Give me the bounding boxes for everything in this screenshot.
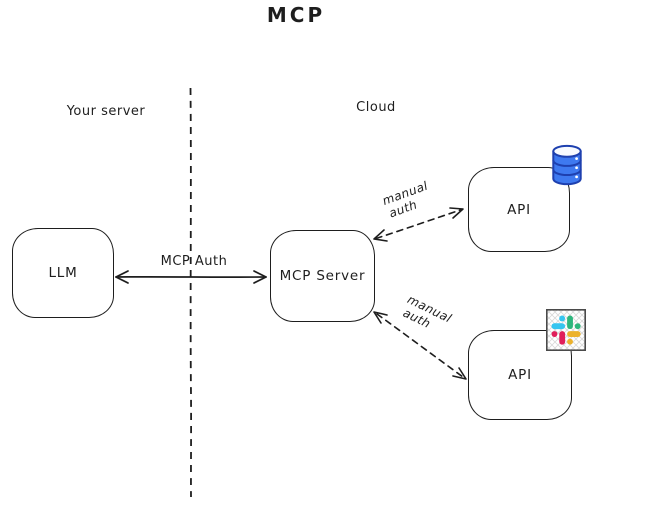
- diagram-title[interactable]: MCP: [266, 3, 326, 27]
- node-mcp-server-label: MCP Server: [279, 268, 366, 284]
- mcp-auth-label[interactable]: MCP Auth: [160, 254, 228, 269]
- node-api-database-label: API: [507, 201, 531, 218]
- slack-icon[interactable]: [546, 309, 587, 352]
- node-api-slack-label: API: [508, 367, 532, 383]
- node-llm[interactable]: LLM: [12, 228, 114, 318]
- node-llm-label: LLM: [48, 265, 78, 281]
- node-api-slack[interactable]: API: [468, 330, 572, 420]
- mcp-auth-arrow[interactable]: [115, 270, 267, 284]
- region-label-cloud[interactable]: Cloud: [356, 100, 396, 115]
- node-api-database[interactable]: API: [468, 167, 570, 252]
- divider-line[interactable]: [189, 87, 192, 498]
- manual-auth-arrow-bottom[interactable]: [373, 311, 467, 380]
- node-mcp-server[interactable]: MCP Server: [270, 230, 375, 322]
- manual-auth-arrow-top[interactable]: [373, 207, 464, 242]
- region-label-your-server[interactable]: Your server: [66, 104, 146, 119]
- database-icon[interactable]: [550, 144, 584, 186]
